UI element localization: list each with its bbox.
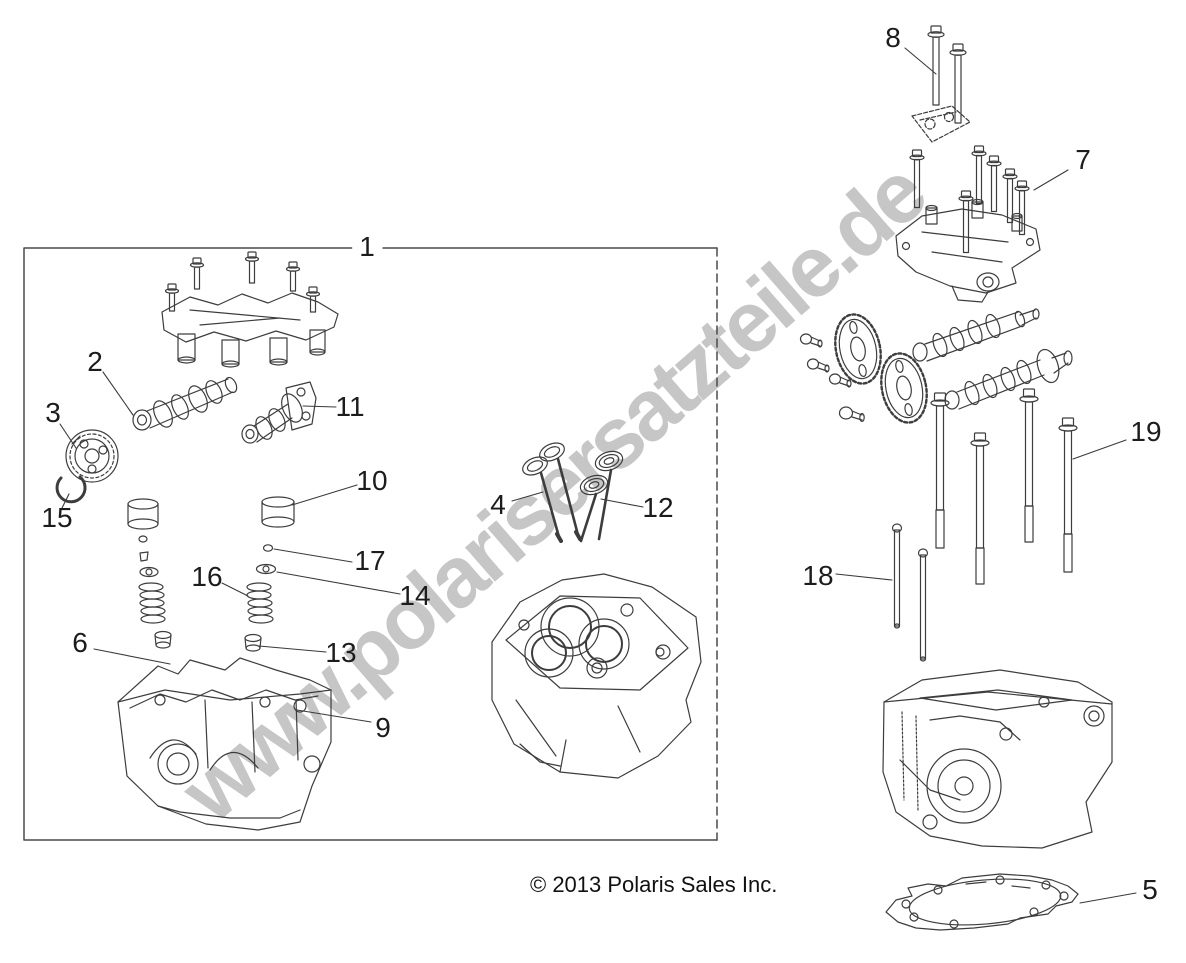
tappet-right-item-10 xyxy=(261,496,295,528)
mount-plate xyxy=(911,105,971,143)
callout-3: 3 xyxy=(45,397,61,428)
cam-sprockets-right xyxy=(834,313,928,424)
valve-spring-item-16 xyxy=(246,582,274,624)
head-gasket-item-5 xyxy=(885,873,1079,931)
callout-12: 12 xyxy=(642,492,674,523)
callout-7: 7 xyxy=(1075,144,1091,175)
cam-carrier-right xyxy=(895,198,1041,303)
tappet-left xyxy=(127,498,159,530)
cylinder-head-item-9 xyxy=(117,657,332,831)
callout-16: 16 xyxy=(191,561,223,592)
callout-17: 17 xyxy=(354,545,386,576)
valve-stack-left xyxy=(138,535,172,649)
callout-1: 1 xyxy=(352,233,382,261)
callout-6: 6 xyxy=(72,627,88,658)
copyright-text: © 2013 Polaris Sales Inc. xyxy=(530,872,778,897)
studs-item-18 xyxy=(891,523,929,662)
callout-2: 2 xyxy=(87,346,103,377)
valves-item-12 xyxy=(579,450,624,543)
cam-sprocket-item-3 xyxy=(65,429,119,483)
callout-4: 4 xyxy=(490,489,506,520)
bolts-item-8 xyxy=(927,25,967,124)
bolts-item-7 xyxy=(909,145,1030,254)
callout-9: 9 xyxy=(375,712,391,743)
callout-11: 11 xyxy=(335,391,365,422)
bolts-item-19 xyxy=(930,388,1078,585)
leader-lines xyxy=(59,47,1137,904)
callout-13: 13 xyxy=(325,637,357,668)
camshaft-item-2 xyxy=(132,376,238,431)
cylinder-head-center xyxy=(491,573,702,779)
valve-seal-item-13 xyxy=(244,633,262,652)
cylinder-head-right xyxy=(882,669,1113,849)
snap-ring-item-15 xyxy=(55,475,87,504)
callout-15: 15 xyxy=(41,502,73,533)
assembly-box-outline xyxy=(23,247,718,841)
callout-8: 8 xyxy=(885,22,901,53)
cam-carrier-top xyxy=(161,251,339,368)
callout-5: 5 xyxy=(1142,874,1158,905)
callout-19: 19 xyxy=(1130,416,1162,447)
callout-10: 10 xyxy=(356,465,388,496)
valves-item-4 xyxy=(522,442,582,543)
camshafts-right xyxy=(912,308,1073,410)
camshaft-item-11 xyxy=(241,381,317,444)
valve-cotter-item-17 xyxy=(262,544,274,552)
callout-18: 18 xyxy=(802,560,834,591)
callout-14: 14 xyxy=(399,580,431,611)
small-plugs xyxy=(799,333,865,423)
spring-retainer-item-14 xyxy=(255,563,277,575)
